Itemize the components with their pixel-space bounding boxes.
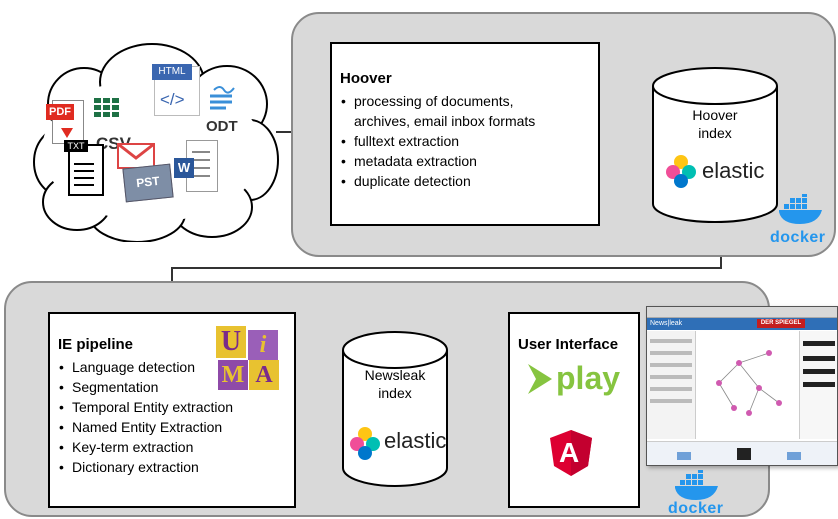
docker-label: docker: [770, 229, 826, 246]
elastic-wordmark: elastic: [384, 428, 447, 453]
word-label: W: [174, 158, 194, 178]
elastic-wordmark: elastic: [702, 158, 765, 183]
cylinder-subtitle: index: [378, 385, 412, 401]
elastic-logo-icon: [350, 427, 380, 460]
uima-letter-m: M: [218, 360, 248, 390]
play-wordmark: play: [556, 360, 621, 396]
list-item: fulltext extraction: [341, 131, 598, 151]
list-item: archives, email inbox formats: [354, 113, 536, 129]
docker-whale-icon: [675, 470, 718, 500]
user-interface-box: User Interface: [508, 312, 640, 508]
word-file-icon: W: [174, 140, 218, 196]
docker-label: docker: [668, 500, 724, 517]
uima-logo: U i M A: [216, 326, 280, 392]
pst-label: PST: [135, 173, 161, 191]
hoover-index-label: Hoover index: [660, 106, 770, 142]
html-file-icon: HTML </>: [152, 64, 202, 118]
cylinder-title: Hoover: [692, 107, 738, 123]
pst-file-icon: PST: [122, 163, 174, 203]
angular-letter: A: [559, 437, 580, 468]
cylinder-subtitle: index: [698, 125, 732, 141]
txt-label: TXT: [64, 140, 88, 152]
newsleak-index-label: Newsleak index: [345, 366, 445, 402]
list-item: Segmentation: [59, 377, 294, 397]
elastic-logo-icon: [666, 155, 696, 188]
docker-whale-icon: [779, 194, 822, 224]
user-interface-title: User Interface: [518, 336, 619, 353]
txt-file-icon: TXT: [64, 140, 104, 196]
list-item: processing of documents,: [341, 91, 598, 111]
pdf-file-icon: PDF: [46, 94, 86, 146]
list-item: Language detection: [59, 357, 294, 377]
play-framework-icon: [528, 364, 552, 394]
angular-logo-icon: [550, 430, 592, 476]
odt-label: ODT: [206, 118, 238, 135]
hoover-title: Hoover: [340, 70, 392, 87]
list-item: Named Entity Extraction: [59, 417, 294, 437]
newsleak-app-screenshot: News|leak DER SPIEGEL: [646, 306, 838, 466]
newsleak-index-cylinder: [342, 331, 448, 487]
source-documents-cloud: PDF CSV HTML </> ODT TXT PST W: [22, 42, 282, 242]
screenshot-network-graph: [716, 350, 782, 416]
ie-pipeline-title: IE pipeline: [58, 336, 134, 353]
hoover-index-cylinder: [652, 67, 778, 223]
ie-pipeline-step-list: Language detection Segmentation Temporal…: [58, 357, 294, 477]
code-brackets-icon: </>: [160, 90, 185, 109]
spreadsheet-icon: [92, 94, 124, 124]
odt-file-icon: ODT: [204, 82, 244, 138]
cylinder-title: Newsleak: [364, 367, 426, 383]
screenshot-banner: DER SPIEGEL: [757, 319, 805, 328]
pdf-label: PDF: [46, 104, 74, 120]
uima-letter-a: A: [249, 360, 279, 390]
uima-letter-u: U: [216, 326, 246, 358]
list-item: metadata extraction: [341, 151, 598, 171]
list-item: Temporal Entity extraction: [59, 397, 294, 417]
hoover-box: Hoover processing of documents, archives…: [330, 42, 600, 226]
list-item: Key-term extraction: [59, 437, 294, 457]
uima-letter-i: i: [248, 330, 278, 360]
list-item: Dictionary extraction: [59, 457, 294, 477]
screenshot-app-name: News|leak: [647, 318, 837, 330]
list-item: duplicate detection: [341, 171, 598, 191]
html-label: HTML: [152, 64, 192, 80]
hoover-feature-list: processing of documents, archives, email…: [340, 91, 598, 191]
